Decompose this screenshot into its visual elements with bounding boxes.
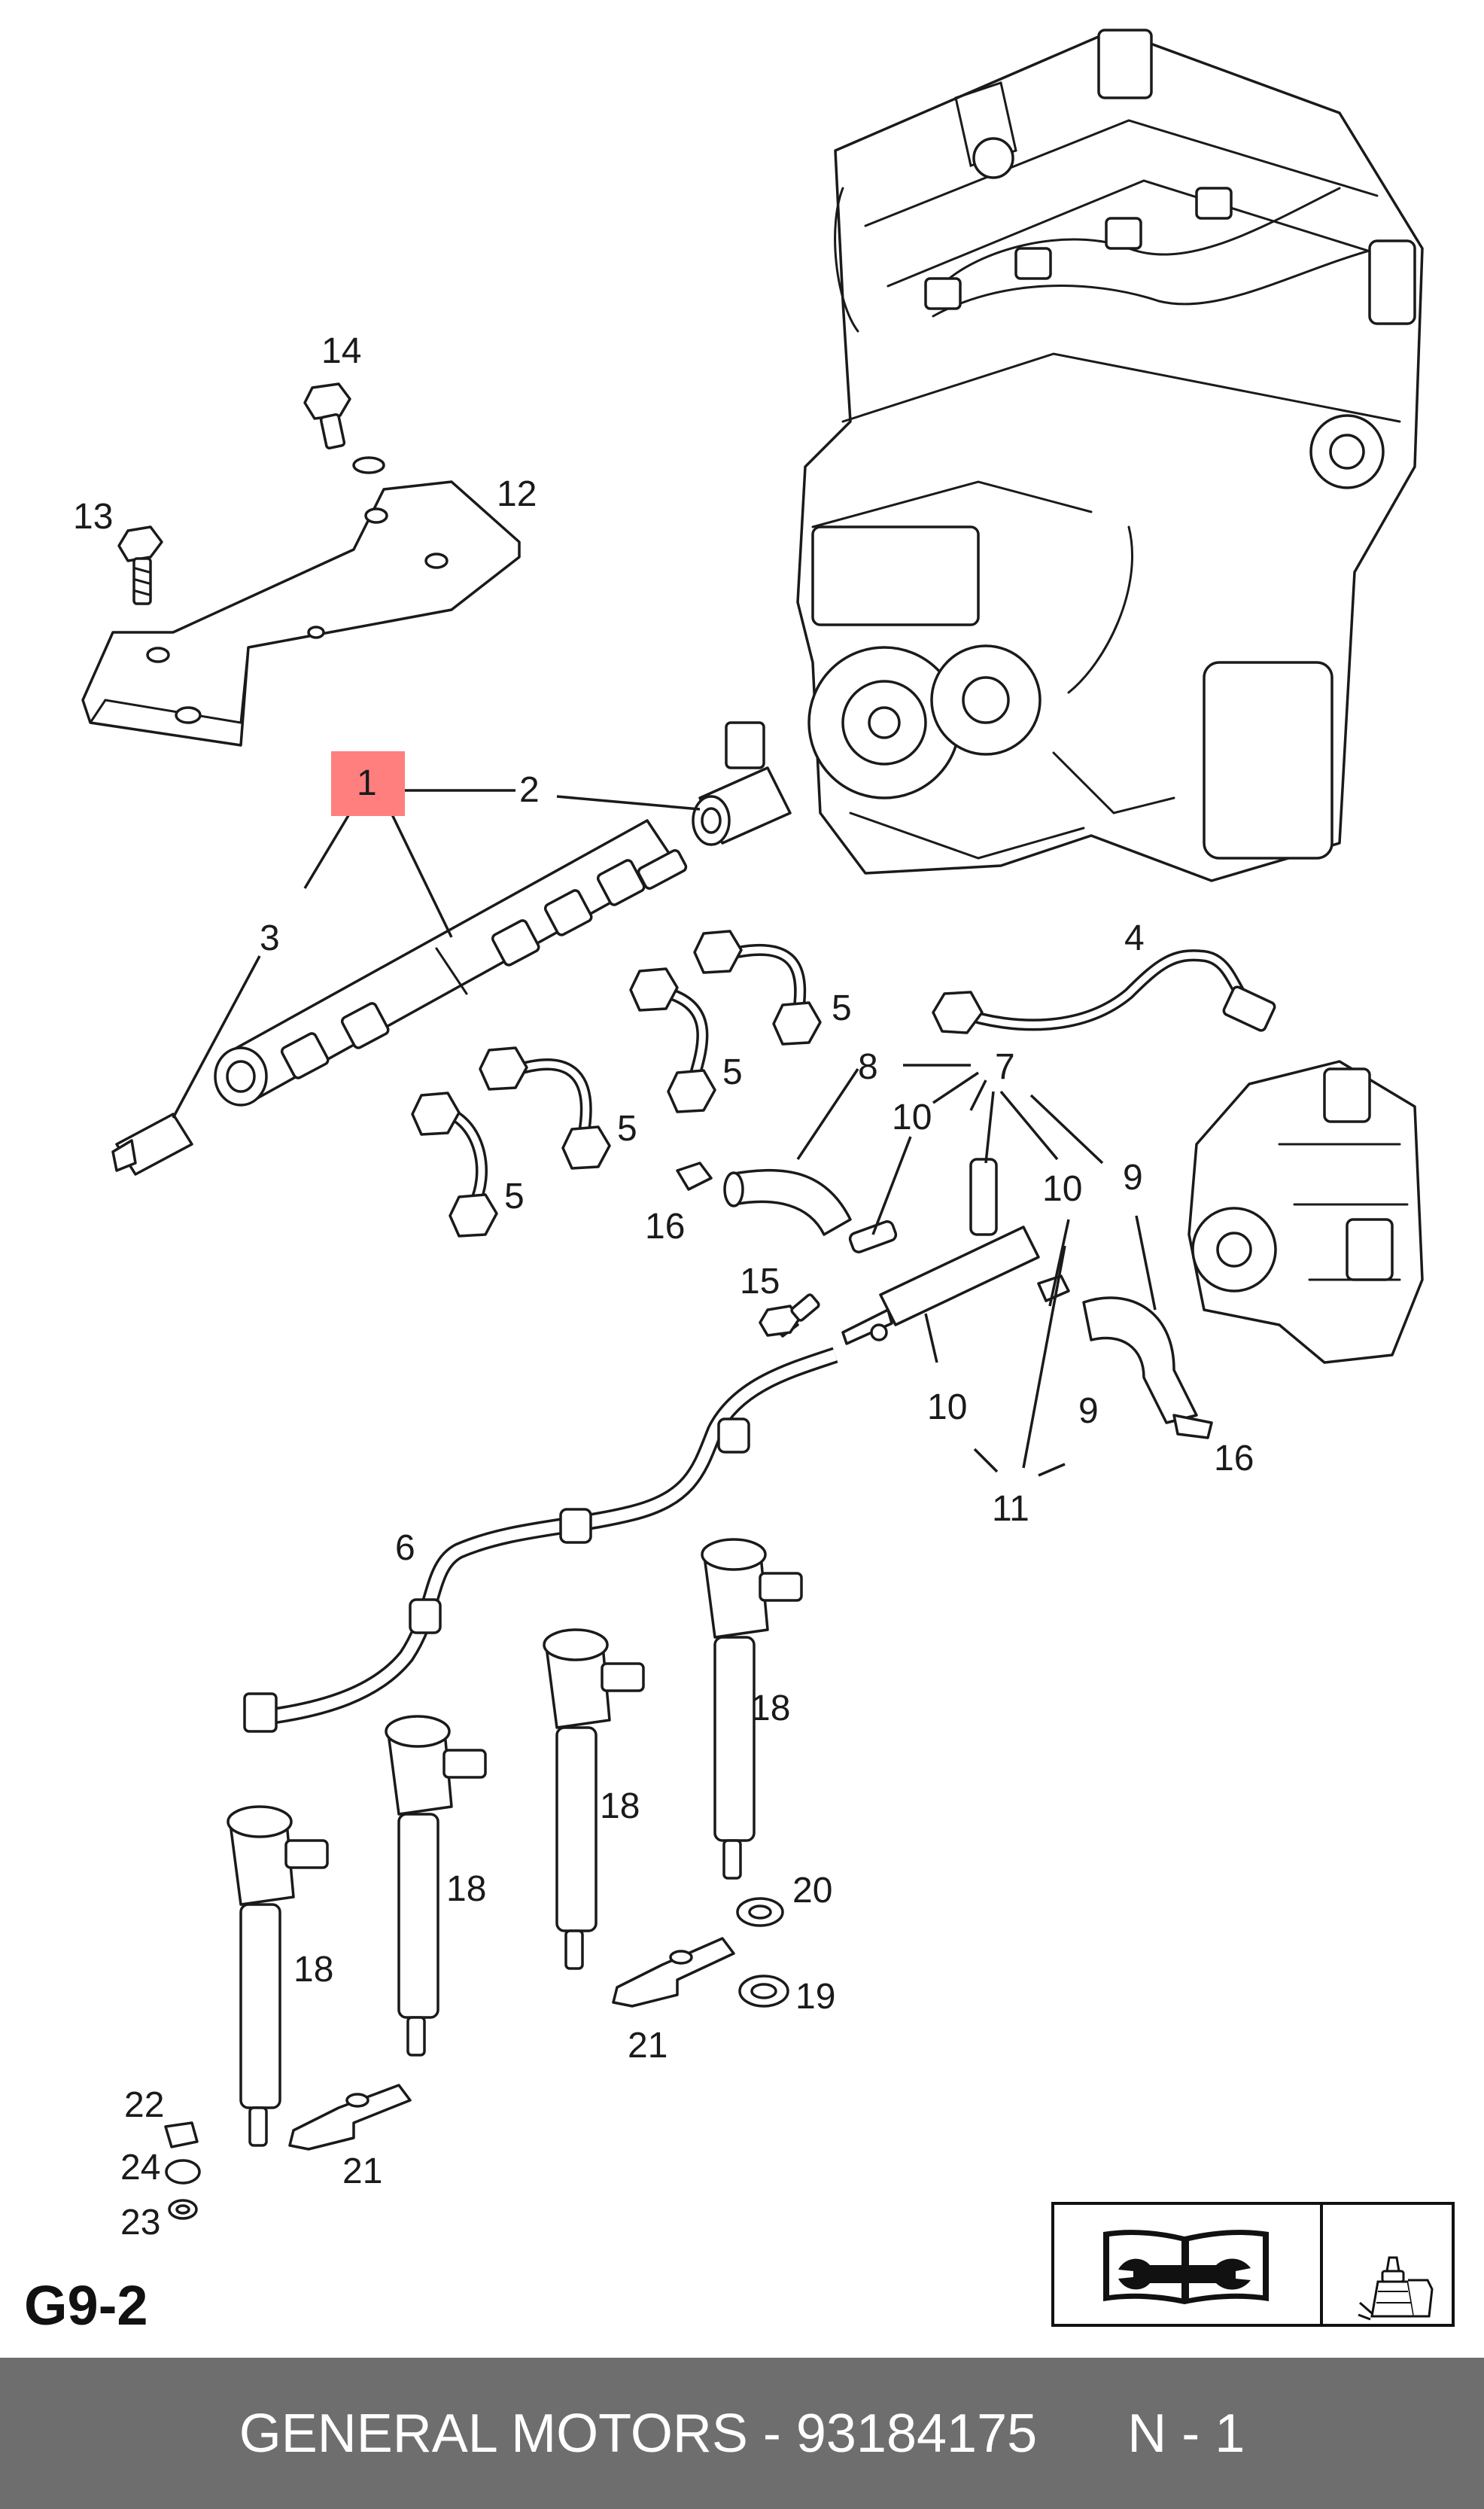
manual-book-wrench-icon <box>1096 2226 1276 2311</box>
footer-separator: - <box>747 2403 796 2464</box>
callout-20: 20 <box>792 1871 832 1911</box>
callout-16: 16 <box>645 1207 685 1247</box>
pump-illustration <box>1188 1060 1424 1364</box>
callout-11: 11 <box>992 1489 1029 1529</box>
pipe-part-4 <box>932 949 1276 1034</box>
footer-bar: GENERAL MOTORS - 93184175 N - 1 <box>0 2358 1484 2509</box>
bolt-part-13 <box>117 525 163 605</box>
callout-21: 21 <box>342 2151 382 2191</box>
page-code: G9-2 <box>24 2274 148 2337</box>
callout-14: 14 <box>321 331 361 371</box>
callout-4: 4 <box>1124 918 1145 958</box>
footer-brand: GENERAL MOTORS <box>239 2403 748 2464</box>
pressure-sensor-part-3 <box>111 1113 193 1176</box>
engine-assembly-illustration <box>796 29 1424 882</box>
leader-lines <box>172 789 1157 1477</box>
callout-6: 6 <box>395 1528 415 1568</box>
callout-9: 9 <box>1078 1391 1099 1431</box>
callout-5: 5 <box>722 1052 743 1092</box>
callout-18: 18 <box>293 1950 333 1990</box>
small-parts-19-24 <box>164 1897 789 2220</box>
return-hose-assembly <box>676 1158 1213 1439</box>
footer-gap <box>1037 2403 1127 2465</box>
callout-2: 2 <box>519 770 540 810</box>
callout-7: 7 <box>995 1047 1015 1087</box>
fuel-rail-part-1 <box>214 819 688 1107</box>
callout-10: 10 <box>1042 1169 1082 1209</box>
callout-18: 18 <box>446 1869 486 1909</box>
pressure-valve-part-2 <box>692 721 792 846</box>
callout-23: 23 <box>120 2203 160 2243</box>
callout-12: 12 <box>497 474 537 514</box>
bolt-part-14 <box>303 382 385 474</box>
footer-suffix: N - 1 <box>1127 2403 1245 2464</box>
callout-18: 18 <box>600 1786 640 1826</box>
callout-10: 10 <box>892 1098 932 1137</box>
callout-16: 16 <box>1214 1439 1254 1478</box>
callout-8: 8 <box>858 1047 878 1087</box>
callout-10: 10 <box>927 1387 967 1427</box>
callout-24: 24 <box>120 2148 160 2188</box>
callout-3: 3 <box>260 918 280 958</box>
callout-19: 19 <box>795 1977 835 2017</box>
footer-part-number: 93184175 <box>795 2403 1038 2464</box>
callout-5: 5 <box>617 1109 637 1149</box>
reference-box <box>1051 2202 1455 2327</box>
callout-15: 15 <box>740 1262 780 1302</box>
highlight-box <box>331 751 405 816</box>
bracket-part-12 <box>81 480 521 747</box>
callout-5: 5 <box>832 988 852 1028</box>
injectors-part-18 <box>227 1538 803 2147</box>
callout-22: 22 <box>124 2085 164 2125</box>
sealant-tube-icon <box>1355 2250 1438 2325</box>
callout-5: 5 <box>504 1177 525 1216</box>
injector-pipes-part-5 <box>411 930 822 1238</box>
callout-13: 13 <box>73 497 113 537</box>
callout-1: 1 <box>357 763 377 803</box>
bolt-part-15 <box>759 1293 820 1337</box>
reference-box-divider <box>1320 2205 1323 2324</box>
callout-9: 9 <box>1123 1158 1143 1198</box>
callout-18: 18 <box>750 1688 790 1728</box>
callout-21: 21 <box>628 2026 667 2066</box>
leak-off-hose-part-6 <box>243 1347 838 1733</box>
